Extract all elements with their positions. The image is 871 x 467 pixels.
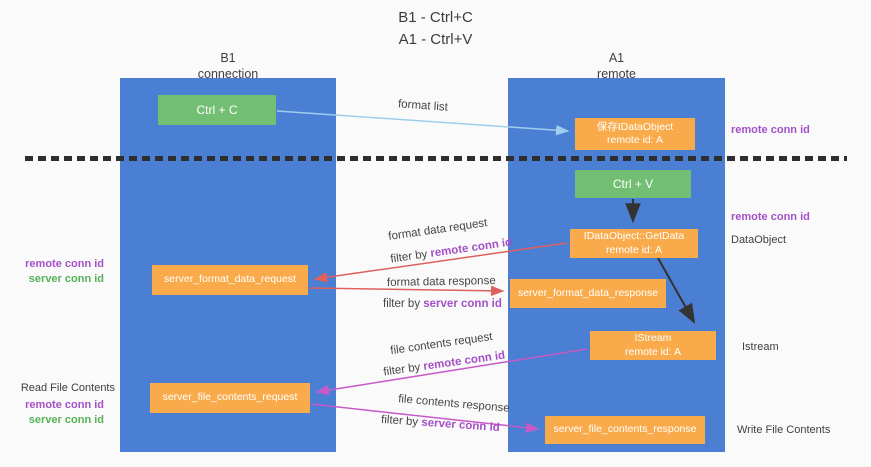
server-file-contents-response-label: server_file_contents_response: [553, 423, 697, 436]
right-remote-conn-id-top: remote conn id: [731, 124, 810, 136]
save-idataobject-box: 保存IDataObject remote id: A: [575, 118, 695, 150]
ctrl-v-box: Ctrl + V: [575, 170, 691, 198]
filter-prefix: filter by: [382, 360, 425, 379]
server-file-contents-request-label: server_file_contents_request: [162, 391, 298, 404]
istream-line2: remote id: A: [624, 345, 682, 358]
left-remote-conn-id-top: remote conn id: [25, 258, 104, 270]
format-data-request-label: format data request: [387, 217, 489, 243]
istream-box: IStream remote id: A: [590, 331, 716, 360]
lane-a1-name: A1: [608, 51, 625, 65]
getdata-line2: remote id: A: [605, 243, 663, 256]
getdata-line1: IDataObject::GetData: [583, 230, 685, 243]
right-remote-conn-id-mid: remote conn id: [731, 211, 810, 223]
istream-line1: IStream: [634, 332, 672, 345]
file-contents-response-label: file contents response: [397, 393, 511, 415]
server-file-contents-response-box: server_file_contents_response: [545, 416, 705, 444]
format-data-response-label: format data response: [386, 275, 496, 289]
filter-by-remote-conn-id-label-1: filter by remote conn id: [390, 237, 513, 266]
server-format-data-response-box: server_format_data_response: [510, 279, 666, 308]
lane-b1-name: B1: [220, 51, 236, 65]
format-list-label: format list: [397, 98, 449, 114]
remote-conn-id-text: remote conn id: [429, 236, 513, 260]
server-conn-id-text: server conn id: [423, 298, 502, 310]
remote-conn-id-text: remote conn id: [422, 349, 506, 373]
idataobject-getdata-box: IDataObject::GetData remote id: A: [570, 229, 698, 258]
ctrl-c-box: Ctrl + C: [158, 95, 276, 125]
dashed-separator-line: [25, 156, 847, 161]
write-file-contents-label: Write File Contents: [737, 424, 831, 436]
server-format-data-response-label: server_format_data_response: [517, 286, 659, 299]
filter-prefix: filter by: [380, 413, 422, 429]
server-conn-id-text: server conn id: [420, 416, 501, 435]
diagram-title: B1 - Ctrl+C A1 - Ctrl+V: [0, 7, 871, 51]
title-line-2: A1 - Ctrl+V: [398, 30, 473, 48]
filter-by-server-conn-id-label-1: filter by server conn id: [383, 298, 502, 310]
lane-header-b1: B1 connection: [120, 50, 336, 83]
left-server-conn-id-top: server conn id: [28, 273, 104, 285]
data-object-label: DataObject: [731, 234, 787, 246]
title-line-1: B1 - Ctrl+C: [398, 9, 473, 26]
filter-prefix: filter by: [389, 247, 432, 266]
save-idataobject-line2: remote id: A: [606, 134, 664, 146]
server-format-data-request-label: server_format_data_request: [164, 273, 296, 286]
ctrl-c-label: Ctrl + C: [196, 102, 238, 117]
lane-header-a1: A1 remote: [508, 50, 725, 83]
istream-side-label: Istream: [742, 341, 779, 353]
save-idataobject-line1: 保存IDataObject: [596, 120, 674, 133]
left-remote-conn-id-bottom: remote conn id: [25, 399, 104, 411]
filter-prefix: filter by: [383, 298, 424, 310]
ctrl-v-label: Ctrl + V: [612, 176, 654, 191]
left-server-conn-id-bottom: server conn id: [28, 414, 104, 426]
server-format-data-request-box: server_format_data_request: [152, 265, 308, 295]
read-file-contents-label: Read File Contents: [20, 382, 115, 394]
lane-b1-subtitle: connection: [197, 67, 259, 82]
lane-a1-subtitle: remote: [597, 67, 636, 82]
filter-by-server-conn-id-label-2: filter by server conn id: [381, 414, 500, 434]
server-file-contents-request-box: server_file_contents_request: [150, 383, 310, 413]
